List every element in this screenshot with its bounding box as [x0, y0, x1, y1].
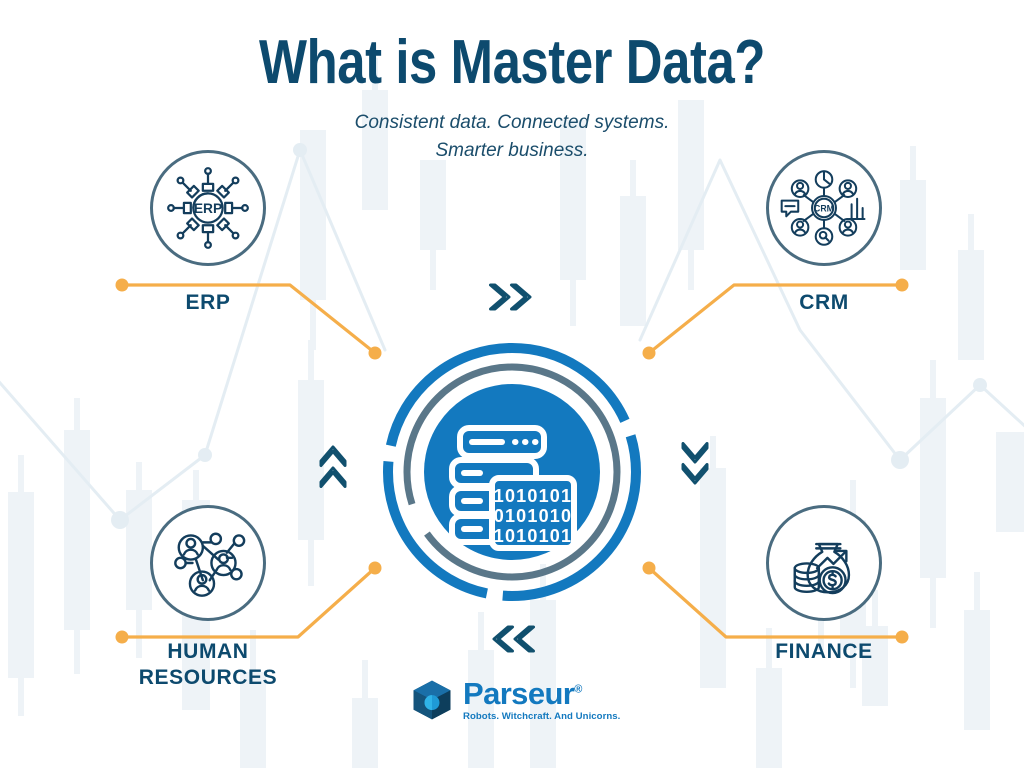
node-erp-circle: ERP: [150, 150, 266, 266]
double-chevron-up-icon: [319, 445, 347, 488]
page-title: What is Master Data?: [259, 28, 765, 97]
node-finance-circle: [766, 505, 882, 621]
people-network-icon: [174, 532, 246, 597]
title-block: What is Master Data? Consistent data. Co…: [0, 30, 1024, 164]
page-subtitle: Consistent data. Connected systems. Smar…: [0, 109, 1024, 164]
binary-row-1: 1010101: [494, 486, 572, 506]
center-hub-rings: 1010101 0101010 1010101: [383, 343, 641, 601]
erp-icon-text: ERP: [194, 201, 222, 216]
chevron-right: [678, 442, 712, 493]
binary-row-2: 0101010: [494, 506, 572, 526]
subtitle-line-2: Smarter business.: [435, 139, 589, 161]
node-erp-label: ERP: [185, 291, 231, 314]
crm-network-users-icon: CRM: [780, 170, 866, 246]
logo-wordmark: Parseur®: [463, 678, 620, 709]
parseur-cube-logo-icon: [413, 680, 451, 720]
node-hr-circle: [150, 505, 266, 621]
chevron-left: [316, 442, 350, 493]
database-binary-icon: 1010101 0101010 1010101: [449, 425, 577, 551]
subtitle-line-1: Consistent data. Connected systems.: [354, 112, 670, 134]
node-finance[interactable]: FINANCE: [766, 505, 904, 665]
binary-row-3: 1010101: [494, 526, 572, 546]
node-erp[interactable]: ERP ERP: [150, 150, 266, 316]
logo-tagline: Robots. Witchcraft. And Unicorns.: [463, 711, 621, 723]
hub-middle-ring: [403, 363, 621, 581]
logo-word-text: Parseur: [463, 676, 575, 712]
erp-gear-circuit-icon: ERP: [167, 167, 249, 249]
double-chevron-down-icon: [681, 442, 709, 485]
node-hr-label: HUMAN RESOURCES: [138, 640, 278, 690]
node-crm[interactable]: CRM CRM: [766, 150, 882, 316]
chevron-bottom: [489, 622, 535, 661]
double-chevron-right-icon: [489, 283, 532, 311]
logo-registered-mark: ®: [574, 683, 582, 696]
crm-icon-text: CRM: [814, 204, 834, 214]
logo-text-wrap: Parseur® Robots. Witchcraft. And Unicorn…: [463, 678, 620, 722]
node-finance-label: FINANCE: [775, 640, 873, 663]
node-crm-circle: CRM: [766, 150, 882, 266]
center-hub[interactable]: 1010101 0101010 1010101: [382, 342, 642, 602]
double-chevron-left-icon: [492, 625, 535, 653]
node-crm-label: CRM: [799, 291, 849, 314]
node-hr[interactable]: HUMAN RESOURCES: [139, 505, 288, 692]
hub-outer-ring: [383, 343, 641, 601]
chevron-top: [489, 280, 535, 319]
money-bag-coins-growth-icon: [793, 542, 851, 595]
parseur-logo[interactable]: Parseur® Robots. Witchcraft. And Unicorn…: [410, 678, 620, 722]
